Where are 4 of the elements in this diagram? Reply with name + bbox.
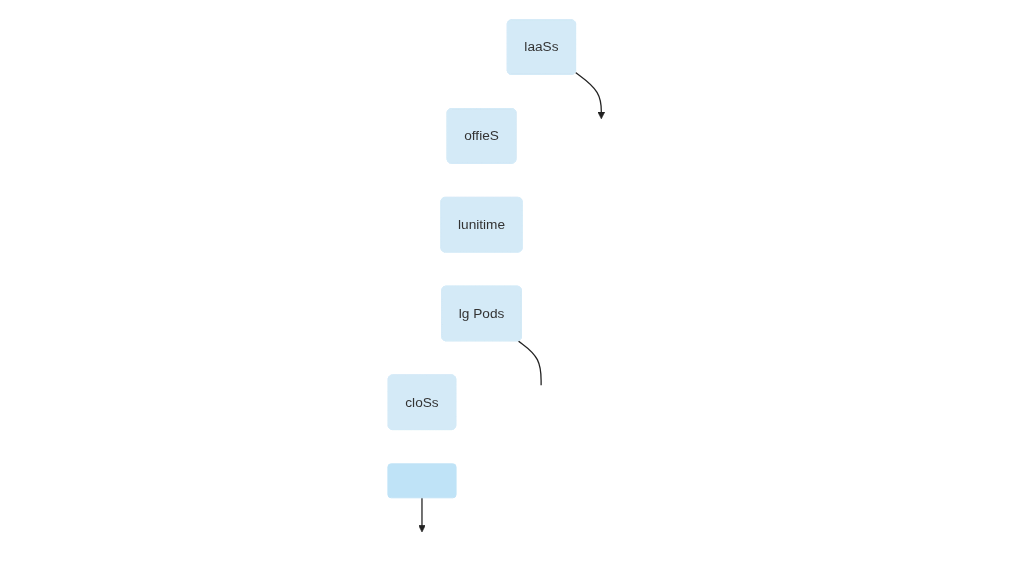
- connector: [518, 340, 543, 386]
- arrow: [575, 71, 606, 119]
- arrow: [418, 496, 427, 532]
- node-box: [387, 462, 457, 498]
